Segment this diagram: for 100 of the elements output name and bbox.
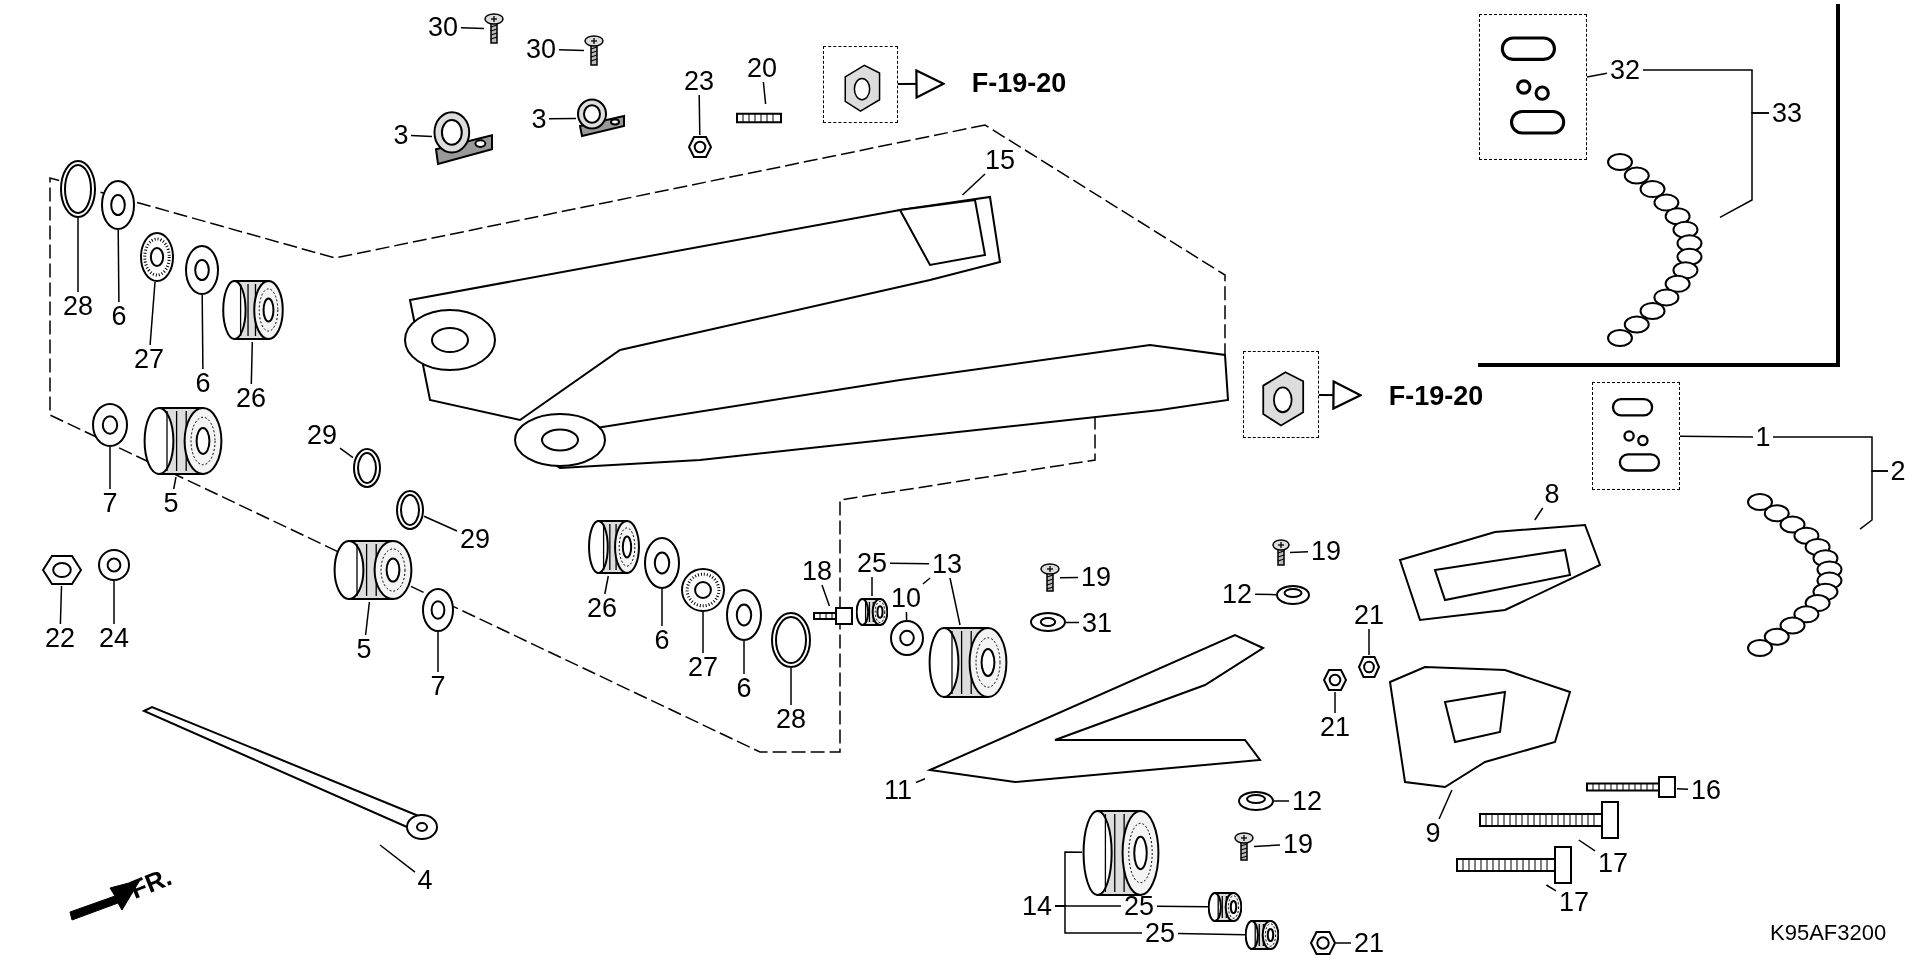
leader-line [1289, 551, 1309, 554]
washer-drawing [1030, 612, 1066, 632]
callout-number: 29 [457, 525, 493, 553]
nut-drawing [42, 554, 82, 586]
leader-line [109, 446, 111, 490]
leader-line [1054, 905, 1143, 934]
callout-number: 3 [529, 105, 549, 133]
callout-number: 4 [415, 866, 435, 894]
leader-line [59, 585, 63, 625]
part-picture-box [1592, 382, 1680, 490]
bolt-drawing [1455, 845, 1573, 885]
leader-line [698, 94, 701, 136]
bearing-drawing [222, 278, 284, 342]
leader-line [1859, 470, 1889, 530]
leader-line [460, 26, 485, 30]
callout-number: 31 [1079, 609, 1115, 637]
callout-number: 1 [1753, 423, 1773, 451]
leader-line [1679, 435, 1754, 438]
leader-line [250, 341, 254, 385]
leader-line [1273, 800, 1290, 802]
thrust-drawing [140, 232, 174, 282]
leader-line [339, 447, 354, 459]
leader-line [117, 229, 120, 303]
leader-line [1368, 628, 1370, 656]
leader-line [1334, 691, 1336, 714]
leader-line [558, 48, 585, 52]
collar-drawing [890, 620, 924, 656]
page-reference: F-19-20 [944, 69, 1094, 97]
bearing-drawing [1208, 890, 1242, 924]
callout-number: 32 [1607, 56, 1643, 84]
bearing-drawing [1245, 918, 1279, 952]
washer-drawing [98, 549, 130, 581]
callout-number: 30 [523, 35, 559, 63]
leader-line [790, 667, 792, 706]
callout-number: 6 [193, 369, 213, 397]
callout-number: 10 [888, 584, 924, 612]
leader-line [1586, 72, 1608, 78]
leader-line [922, 577, 931, 585]
sleeve-drawing [143, 405, 223, 477]
callout-number: 11 [880, 776, 916, 804]
callout-number: 22 [42, 624, 78, 652]
screw-drawing [584, 35, 604, 67]
washer-drawing [644, 537, 680, 589]
collar-drawing [92, 403, 128, 447]
leader-line [1335, 942, 1352, 944]
callout-number: 28 [60, 292, 96, 320]
clamp-drawing [432, 110, 494, 166]
callout-number: 23 [681, 67, 717, 95]
leader-line [1065, 621, 1080, 624]
callout-number: 9 [1423, 819, 1443, 847]
leader-line [949, 577, 961, 626]
callout-number: 5 [161, 489, 181, 517]
leader-line [1156, 905, 1209, 908]
leader-line [364, 601, 371, 636]
callout-number: 21 [1351, 929, 1387, 957]
screw-drawing [1272, 539, 1290, 567]
leader-line [379, 844, 416, 873]
leader-line [1676, 788, 1689, 791]
bearing-drawing [588, 518, 640, 576]
nut-drawing [1310, 930, 1336, 956]
leader-line [905, 611, 908, 621]
bolt-drawing [812, 606, 854, 626]
ring-drawing [771, 612, 811, 668]
leader-line [871, 576, 873, 597]
leader-line [1254, 593, 1277, 596]
callout-number: 17 [1595, 849, 1631, 877]
callout-number: 25 [1121, 892, 1157, 920]
ring-drawing [353, 448, 381, 488]
bearing-drawing [856, 596, 888, 628]
callout-number: 25 [854, 549, 890, 577]
clamp-drawing [576, 98, 626, 138]
callout-number: 21 [1351, 601, 1387, 629]
screw-drawing [1234, 832, 1254, 862]
part-picture-box [823, 46, 898, 123]
washer-drawing [726, 589, 762, 641]
callout-number: 7 [100, 489, 120, 517]
callout-number: 30 [425, 13, 461, 41]
callout-number: 5 [354, 635, 374, 663]
part-picture-box [1479, 14, 1587, 160]
leader-line [743, 640, 745, 675]
nut-drawing [1358, 655, 1380, 679]
callout-number: 14 [1019, 892, 1055, 920]
thrust-drawing [681, 568, 725, 612]
screw-drawing [484, 13, 504, 45]
leader-line [1438, 789, 1453, 820]
callout-number: 28 [773, 705, 809, 733]
drawing-code: K95AF3200 [1770, 920, 1887, 946]
hollow-arrow [1318, 380, 1362, 410]
leader-line [77, 217, 79, 293]
callout-number: 13 [929, 550, 965, 578]
callout-number: 29 [304, 421, 340, 449]
callout-number: 19 [1078, 563, 1114, 591]
leader-line [1578, 839, 1596, 852]
leader-line [1059, 576, 1079, 579]
page-reference: F-19-20 [1361, 382, 1511, 410]
nut-drawing [688, 135, 712, 159]
callout-number: 33 [1769, 99, 1805, 127]
washer-drawing [101, 180, 135, 230]
leader-line [437, 631, 439, 673]
callout-number: 6 [652, 626, 672, 654]
